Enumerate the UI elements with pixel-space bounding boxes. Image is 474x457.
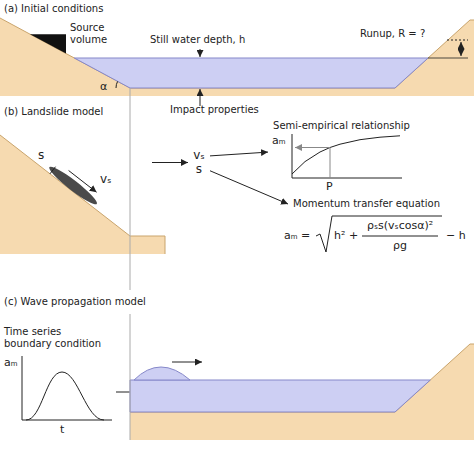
axis-label: aₘ: [4, 356, 18, 369]
connector-arrow: [152, 162, 188, 163]
variable-label: vₛ: [192, 148, 206, 162]
thickness-label: s: [38, 148, 44, 162]
axis-label: aₘ: [272, 134, 286, 147]
water-level-line: [428, 58, 468, 59]
boundary-line: [130, 88, 131, 440]
axis-label: t: [60, 423, 64, 436]
axis-label: P: [326, 180, 333, 193]
depth-arrow: [200, 49, 201, 57]
panel-heading: (c) Wave propagation model: [4, 296, 146, 308]
section-heading: Time series boundary condition: [4, 326, 108, 350]
panel-heading: (a) Initial conditions: [4, 3, 103, 15]
landslide-body: [46, 163, 100, 208]
ground-surface: [130, 344, 474, 412]
ground: [0, 135, 165, 254]
equation-term: h² +: [334, 229, 358, 242]
method-box: Momentum transfer equation: [290, 196, 443, 212]
variable-label: s: [192, 162, 206, 176]
time-series-curve: [26, 372, 104, 420]
section-heading: Impact properties: [170, 104, 259, 116]
chart-guide: [295, 148, 330, 179]
radical-sign: [316, 216, 442, 252]
impact-variables: vₛs: [190, 146, 208, 179]
velocity-arrow: [69, 171, 97, 193]
ground: [130, 344, 474, 440]
wave-arrow: [172, 362, 202, 363]
fraction-bar: [362, 236, 438, 237]
equation-denominator: ρg: [362, 239, 438, 252]
velocity-label: vₛ: [100, 172, 112, 186]
depth-arrow: [200, 89, 201, 106]
panel-heading: (b) Landslide model: [4, 106, 103, 118]
equation-numerator: ρₛs(vₛcosα)²: [362, 219, 438, 232]
dimension-label: Still water depth, h: [150, 34, 245, 46]
ground: [0, 18, 474, 96]
chart-axes: [292, 134, 402, 178]
ground-surface: [0, 18, 474, 88]
runup-level-line: [447, 40, 468, 41]
method-box: Semi-empirical relationship: [270, 118, 413, 180]
angle-symbol: α: [100, 80, 107, 93]
water: [130, 380, 430, 412]
chart-curve: [292, 136, 400, 174]
connector-arrow: [210, 152, 268, 156]
angle-arc: [116, 81, 118, 88]
callout-label: Source volume: [70, 22, 118, 46]
method-label: Momentum transfer equation: [292, 198, 441, 210]
equation-term: aₘ =: [284, 229, 310, 242]
chart-axes: [22, 356, 112, 420]
thickness-mark: [50, 167, 56, 174]
source-volume: [30, 34, 66, 53]
landslide-figure: s vₛ: [0, 140, 150, 240]
runup-arrow: [461, 42, 462, 56]
dimension-label: Runup, R = ?: [360, 28, 425, 40]
method-label: Semi-empirical relationship: [272, 120, 411, 132]
equation-term: − h: [446, 229, 466, 242]
wave: [134, 367, 190, 380]
water: [74, 58, 428, 88]
connector-arrow: [210, 171, 288, 204]
ground-surface: [0, 135, 165, 254]
